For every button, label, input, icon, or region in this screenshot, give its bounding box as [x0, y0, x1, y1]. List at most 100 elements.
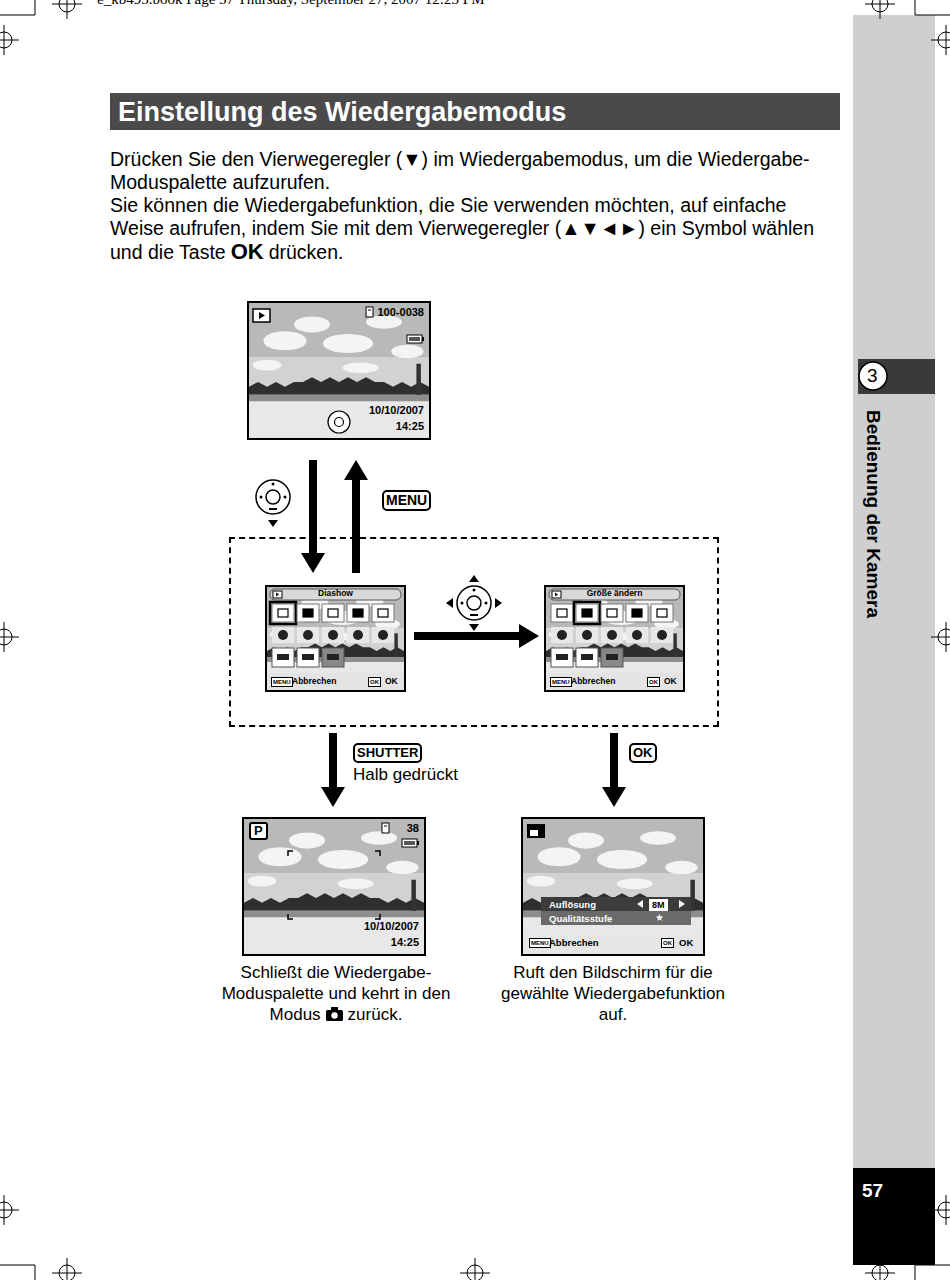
controller-dot: [470, 614, 478, 616]
screen-text: OK: [647, 677, 660, 687]
screen-text: MENU: [550, 677, 572, 687]
focus-bracket: [288, 914, 293, 919]
card-icon: [382, 823, 389, 833]
palette-glyph: [557, 630, 567, 640]
palette-glyph: [302, 654, 314, 660]
battery-icon: [407, 335, 422, 343]
cloud: [294, 317, 330, 333]
cloud: [248, 876, 277, 887]
screen-text: Abbrechen: [571, 676, 615, 686]
palette-glyph: [328, 630, 338, 640]
palette-bottom-bar: [546, 673, 683, 690]
four-way-controller-icon: [256, 480, 290, 527]
crop-mark: [931, 1195, 950, 1225]
palette-glyph: [353, 609, 363, 617]
connector: [301, 460, 325, 573]
card-icon: [368, 310, 371, 311]
palette-icon: [576, 604, 598, 622]
connector: [602, 733, 626, 807]
cloud: [568, 833, 604, 849]
palette-glyph: [632, 609, 642, 617]
chapter-tab: [858, 359, 935, 394]
palette-glyph: [278, 609, 288, 617]
palette-screen: Größe ändernMENUAbbrechenOKOK: [544, 585, 685, 692]
screen-text: 10/10/2007: [364, 920, 419, 932]
island: [523, 893, 703, 911]
palette-icon: [297, 604, 319, 622]
caption: Ruft den Bildschirm für die gewählte Wie…: [488, 962, 738, 1025]
palette-glyph: [303, 609, 313, 617]
battery-icon: [422, 337, 424, 341]
palette-region: DiashowMENUAbbrechenOKOKGröße ändernMENU…: [229, 537, 719, 727]
direction-triangle: [469, 624, 479, 631]
screen-photo: [523, 819, 703, 954]
battery-icon: [409, 337, 420, 341]
palette-glyph: [353, 630, 363, 640]
palette-glyph: [607, 630, 617, 640]
palette-glyph: [657, 630, 667, 640]
cloud: [361, 831, 397, 845]
focus-bracket: [375, 851, 380, 856]
palette-glyph: [606, 654, 618, 660]
print-header: e_kb495.book Page 57 Thursday, September…: [97, 0, 484, 8]
cloud: [338, 878, 374, 889]
controller-dot: [269, 508, 277, 510]
menu-arrow: [637, 900, 643, 908]
playback-icon: [273, 591, 282, 598]
key-label: OK: [629, 743, 657, 763]
controller-dot: [485, 602, 488, 605]
cloud: [617, 878, 653, 889]
playback-icon: [253, 309, 270, 322]
menu-arrow: [679, 900, 685, 908]
arrowhead: [602, 787, 626, 807]
palette-icon: [601, 648, 623, 667]
cloud: [640, 831, 676, 845]
palette-glyph: [657, 609, 667, 617]
paragraph: Drücken Sie den Vierwegeregler (▼) im Wi…: [110, 148, 845, 194]
lighthouse: [411, 880, 416, 911]
sky: [546, 587, 683, 628]
palette-screen: DiashowMENUAbbrechenOKOK: [265, 585, 406, 692]
resize-icon: [530, 830, 538, 836]
palette-glyph: [278, 630, 288, 640]
chapter-number: 3: [867, 365, 878, 387]
crop-mark: [0, 25, 19, 55]
screen-text: Abbrechen: [549, 937, 599, 948]
battery-icon: [404, 841, 415, 845]
palette-glyph: [632, 630, 642, 640]
arrow-shaft: [414, 632, 521, 640]
connector: [414, 624, 539, 648]
playback-icon: [552, 591, 561, 598]
card-icon: [384, 826, 387, 827]
controller-icon: [328, 411, 350, 433]
palette-icon: [372, 627, 394, 643]
crop-mark: [865, 1258, 895, 1280]
direction-triangle: [268, 520, 278, 527]
screen-text: OK: [385, 676, 398, 686]
palette-icon: [626, 627, 648, 643]
arrowhead: [321, 787, 345, 807]
crop-mark: [0, 622, 19, 652]
key-label: SHUTTER: [353, 743, 422, 763]
playback-icon: [276, 593, 279, 597]
palette-icon: [272, 604, 294, 622]
connector: [321, 733, 345, 807]
sea: [249, 395, 429, 402]
camera-lens: [331, 1012, 337, 1018]
key-label: MENU: [382, 490, 431, 511]
body-text: drücken.: [269, 241, 344, 263]
direction-triangle: [446, 598, 453, 608]
page-number-box: [853, 1168, 935, 1265]
screen-text: 14:25: [391, 936, 419, 948]
direction-triangle: [469, 575, 479, 582]
beach: [249, 402, 429, 438]
screen-text: OK: [368, 677, 381, 687]
direction-triangle: [495, 598, 502, 608]
sky: [267, 587, 404, 628]
palette-bottom-bar: [267, 673, 404, 690]
crop-mark: [865, 0, 895, 19]
controller-center: [266, 490, 280, 504]
four-way-controller-icon: [446, 575, 502, 631]
palette-glyph: [277, 654, 289, 660]
chapter-circle: [859, 362, 887, 390]
